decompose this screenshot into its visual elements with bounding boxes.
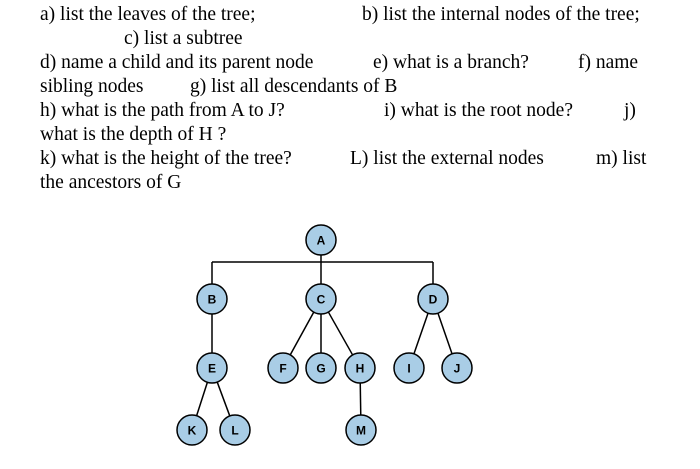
node-E-label: E (208, 362, 216, 376)
node-I-label: I (407, 362, 410, 376)
node-D-circle (417, 283, 449, 315)
node-E: E (196, 352, 228, 384)
node-K-label: K (188, 424, 197, 438)
node-L-label: L (231, 424, 238, 438)
node-B-label: B (208, 293, 217, 307)
edge-H-M (359, 382, 362, 416)
node-M: M (345, 414, 377, 446)
node-H-circle (344, 352, 376, 384)
node-C: C (305, 283, 337, 315)
node-H: H (344, 352, 376, 384)
node-M-label: M (356, 424, 366, 438)
question-k: k) what is the height of the tree? (40, 148, 292, 169)
node-D-label: D (429, 293, 438, 307)
node-B: B (196, 283, 228, 315)
node-F-label: F (279, 362, 286, 376)
question-h: h) what is the path from A to J? (40, 100, 285, 121)
node-I: I (393, 352, 425, 384)
edge-E-K (195, 382, 209, 416)
node-G-label: G (316, 362, 325, 376)
edge-E-L (216, 381, 231, 417)
question-g: g) list all descendants of B (190, 76, 398, 97)
node-B-circle (196, 283, 228, 315)
edge-D-J (437, 312, 453, 355)
node-K: K (176, 414, 208, 446)
question-f: f) name (578, 52, 639, 73)
node-A: A (305, 224, 337, 256)
node-J-circle (441, 352, 473, 384)
node-J: J (441, 352, 473, 384)
node-A-label: A (317, 234, 326, 248)
question-f-continued: sibling nodes (40, 76, 144, 97)
question-a: a) list the leaves of the tree; (40, 4, 256, 25)
question-d: d) name a child and its parent node (40, 52, 314, 73)
node-G-circle (305, 352, 337, 384)
node-E-circle (196, 352, 228, 384)
question-l: L) list the external nodes (350, 148, 544, 169)
node-M-circle (345, 414, 377, 446)
node-G: G (305, 352, 337, 384)
node-L: L (219, 414, 251, 446)
edge-D-I (413, 312, 429, 355)
node-J-label: J (454, 362, 461, 376)
node-D: D (417, 283, 449, 315)
question-j-continued: what is the depth of H ? (40, 124, 227, 145)
node-I-circle (393, 352, 425, 384)
question-m-continued: the ancestors of G (40, 172, 182, 193)
node-H-label: H (356, 362, 365, 376)
node-K-circle (176, 414, 208, 446)
node-F: F (267, 352, 299, 384)
question-m: m) list (596, 148, 647, 169)
question-c: c) list a subtree (124, 28, 243, 49)
tree-edges (195, 255, 453, 417)
question-i: i) what is the root node? (384, 100, 573, 121)
edge-C-H (327, 311, 354, 356)
edge-C-F (289, 311, 315, 356)
node-F-circle (267, 352, 299, 384)
node-C-circle (305, 283, 337, 315)
question-b: b) list the internal nodes of the tree; (362, 4, 640, 25)
node-A-circle (305, 224, 337, 256)
node-C-label: C (317, 293, 326, 307)
question-j: j) (624, 100, 636, 121)
node-L-circle (219, 414, 251, 446)
question-e: e) what is a branch? (373, 52, 529, 73)
